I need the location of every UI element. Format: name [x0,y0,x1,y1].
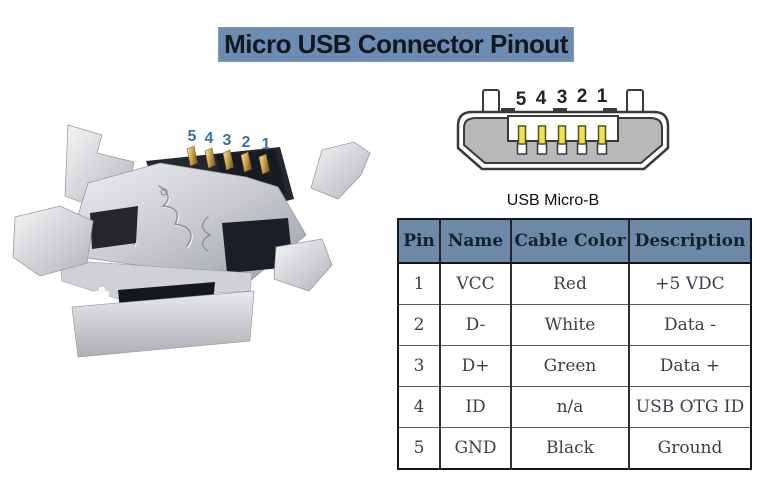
diagram-caption: USB Micro-B [506,192,600,209]
diagram-pin-labels: 5 4 3 2 1 [516,86,608,110]
cell-pin: 5 [398,427,440,469]
mount-wing-bottom-right [273,238,333,292]
gold-pin-3 [222,149,234,171]
cell-description: Data - [628,304,751,346]
contact [536,125,548,155]
diagram-contacts [516,125,608,155]
diagram-pin-label: 1 [597,86,608,107]
table-row: 5 GND Black Ground [398,427,751,469]
cell-description: Data + [628,345,751,387]
mount-wing-bottom-left [12,205,94,277]
cell-description: Ground [628,427,751,469]
table-row: 1 VCC Red +5 VDC [398,262,751,305]
front-cutout-hole [94,287,109,301]
diagram-pin-label: 2 [577,86,588,107]
photo-pin-label: 1 [262,136,271,153]
gold-pin-1 [258,153,270,175]
diagram-pin-label: 3 [557,87,568,108]
gold-pin-2 [240,151,252,173]
header-name: Name [439,219,511,264]
cell-name: D- [439,304,511,346]
page-title: Micro USB Connector Pinout [224,29,568,59]
cell-name: VCC [439,262,511,305]
cell-description: +5 VDC [628,262,751,305]
shield-nubs [501,108,617,113]
header-cable-color: Cable Color [510,219,629,264]
micro-b-diagram: 5 4 3 2 1 [456,86,670,171]
gold-pins [186,145,270,175]
diagram-pin-label: 4 [536,88,547,109]
pinout-table: Pin Name Cable Color Description 1 VCC R… [397,218,752,470]
mount-wing-top-right [310,141,371,200]
cell-cable-color: Green [510,345,629,387]
cell-pin: 4 [398,386,440,428]
contact [596,125,608,155]
table-header-row: Pin Name Cable Color Description [398,219,751,264]
cell-pin: 3 [398,345,440,387]
photo-pin-label: 3 [223,132,232,149]
cell-name: GND [439,427,511,469]
photo-pin-labels: 5 4 3 2 1 [188,128,271,153]
table-row: 3 D+ Green Data + [398,345,751,387]
header-description: Description [628,219,751,264]
contact [576,125,588,155]
table-row: 4 ID n/a USB OTG ID [398,386,751,428]
cell-description: USB OTG ID [628,386,751,428]
title-banner: Micro USB Connector Pinout [218,27,574,62]
cell-cable-color: White [510,304,629,346]
connector-photo: 5 4 3 2 1 [12,124,371,358]
header-pin: Pin [398,219,440,264]
cell-pin: 1 [398,262,440,305]
gold-pin-5 [186,145,198,167]
front-plate [71,290,255,358]
table-row: 2 D- White Data - [398,304,751,346]
diagram-tab-left [482,89,500,115]
cell-cable-color: Red [510,262,629,305]
photo-pin-label: 5 [188,128,197,145]
cell-cable-color: Black [510,427,629,469]
diagram-pin-label: 5 [516,89,527,110]
cell-cable-color: n/a [510,386,629,428]
photo-pin-label: 4 [205,130,214,147]
cell-name: D+ [439,345,511,387]
contact [516,125,528,155]
left-cutout [90,206,138,249]
gold-pin-4 [204,147,216,169]
cell-name: ID [439,386,511,428]
photo-pin-label: 2 [242,134,251,151]
cell-pin: 2 [398,304,440,346]
diagram-tab-right [626,89,644,115]
contact [556,125,568,155]
